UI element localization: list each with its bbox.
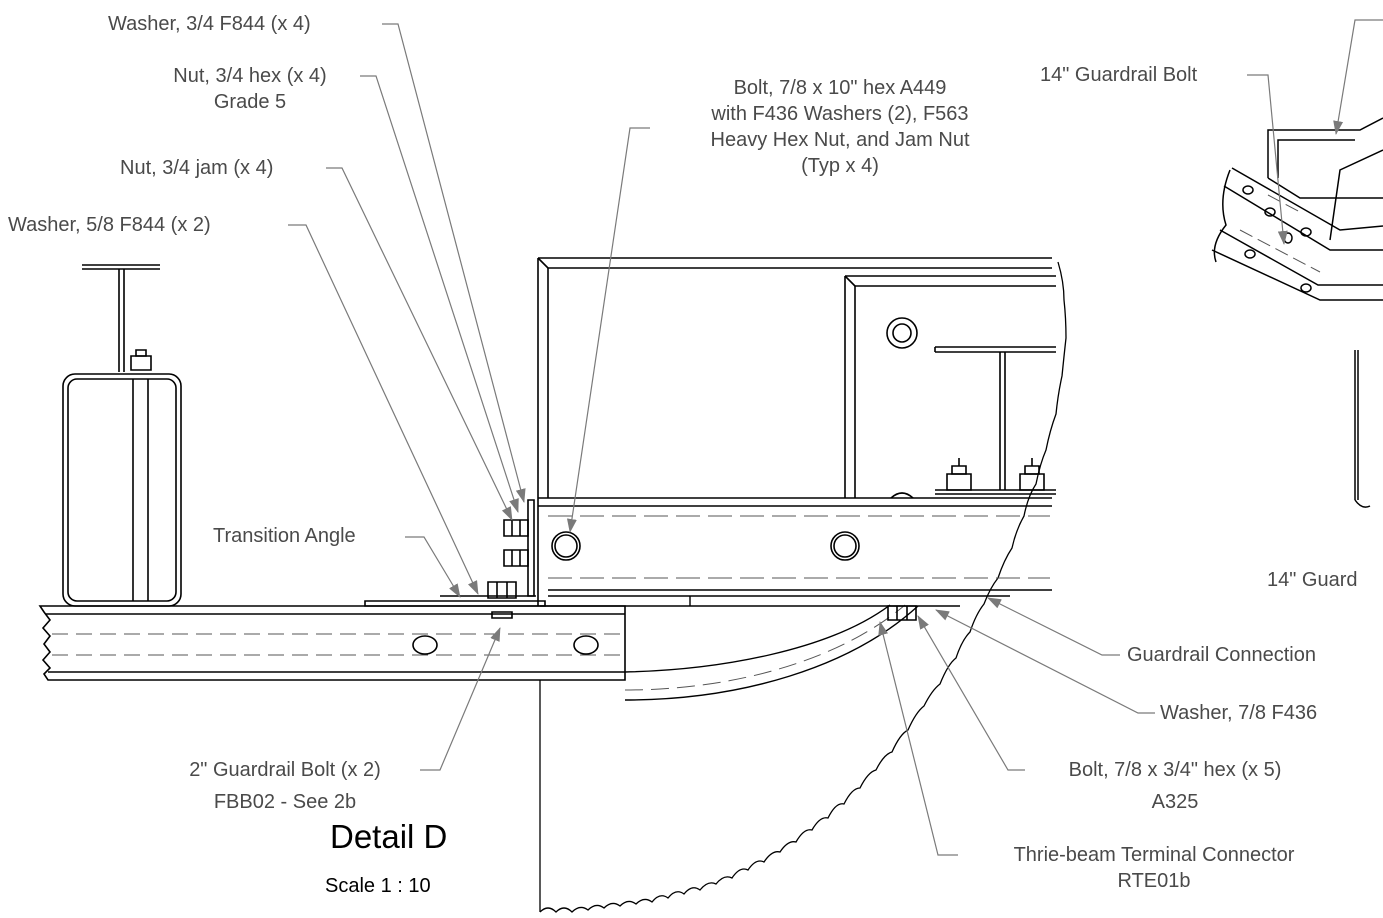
callout-2in-guardrail-bolt-line2: FBB02 - See 2b <box>213 791 357 813</box>
callout-transition-angle: Transition Angle <box>213 525 356 547</box>
callout-2in-guardrail-bolt: 2" Guardrail Bolt (x 2) FBB02 - See 2b <box>150 757 420 815</box>
callout-nut-34-hex-line2: Grade 5 <box>213 91 287 113</box>
box-beam <box>538 258 1056 606</box>
callout-bolt-78-line3: Heavy Hex Nut, and Jam Nut <box>710 129 970 151</box>
callout-washer-58: Washer, 5/8 F844 (x 2) <box>8 214 211 236</box>
callout-guardrail-bolt-14: 14" Guardrail Bolt <box>1040 64 1198 86</box>
callout-bolt-34-hex: Bolt, 7/8 x 3/4" hex (x 5) A325 <box>1030 757 1320 815</box>
callout-bolt-78-line1: Bolt, 7/8 x 10" hex A449 <box>733 77 947 99</box>
nut-stack <box>488 500 534 618</box>
callout-washer-78-f436: Washer, 7/8 F436 <box>1160 702 1318 724</box>
callout-thrie-beam-connector: Thrie-beam Terminal Connector RTE01b <box>962 842 1346 894</box>
callout-nut-34-jam: Nut, 3/4 jam (x 4) <box>120 157 274 179</box>
callout-guardrail-connection: Guardrail Connection <box>1127 644 1316 666</box>
iso-view <box>1212 118 1383 507</box>
detail-title: Detail D <box>330 818 448 855</box>
callout-guardrail-bolt-14-lower: 14" Guard <box>1267 569 1358 591</box>
break-lines <box>540 262 1066 912</box>
leader-lines <box>288 20 1383 855</box>
callout-bolt-78-10: Bolt, 7/8 x 10" hex A449 with F436 Washe… <box>650 75 1030 179</box>
callout-nut-34-hex: Nut, 3/4 hex (x 4) Grade 5 <box>140 63 360 115</box>
callout-thrie-beam-line1: Thrie-beam Terminal Connector <box>1013 844 1295 866</box>
callout-bolt-78-line4: (Typ x 4) <box>801 155 879 177</box>
callout-bolt-34-hex-line2: A325 <box>1151 791 1199 813</box>
callout-nut-34-hex-line1: Nut, 3/4 hex (x 4) <box>173 65 327 87</box>
callout-bolt-78-line2: with F436 Washers (2), F563 <box>711 103 969 125</box>
callout-washer-34: Washer, 3/4 F844 (x 4) <box>108 13 311 35</box>
detail-scale: Scale 1 : 10 <box>325 875 431 897</box>
callout-bolt-34-hex-line1: Bolt, 7/8 x 3/4" hex (x 5) <box>1068 759 1282 781</box>
thrie-beam <box>538 498 1052 620</box>
callout-2in-guardrail-bolt-line1: 2" Guardrail Bolt (x 2) <box>189 759 381 781</box>
w-beam-rail <box>40 596 625 680</box>
left-post <box>63 265 181 606</box>
callout-thrie-beam-line2: RTE01b <box>1117 870 1191 892</box>
